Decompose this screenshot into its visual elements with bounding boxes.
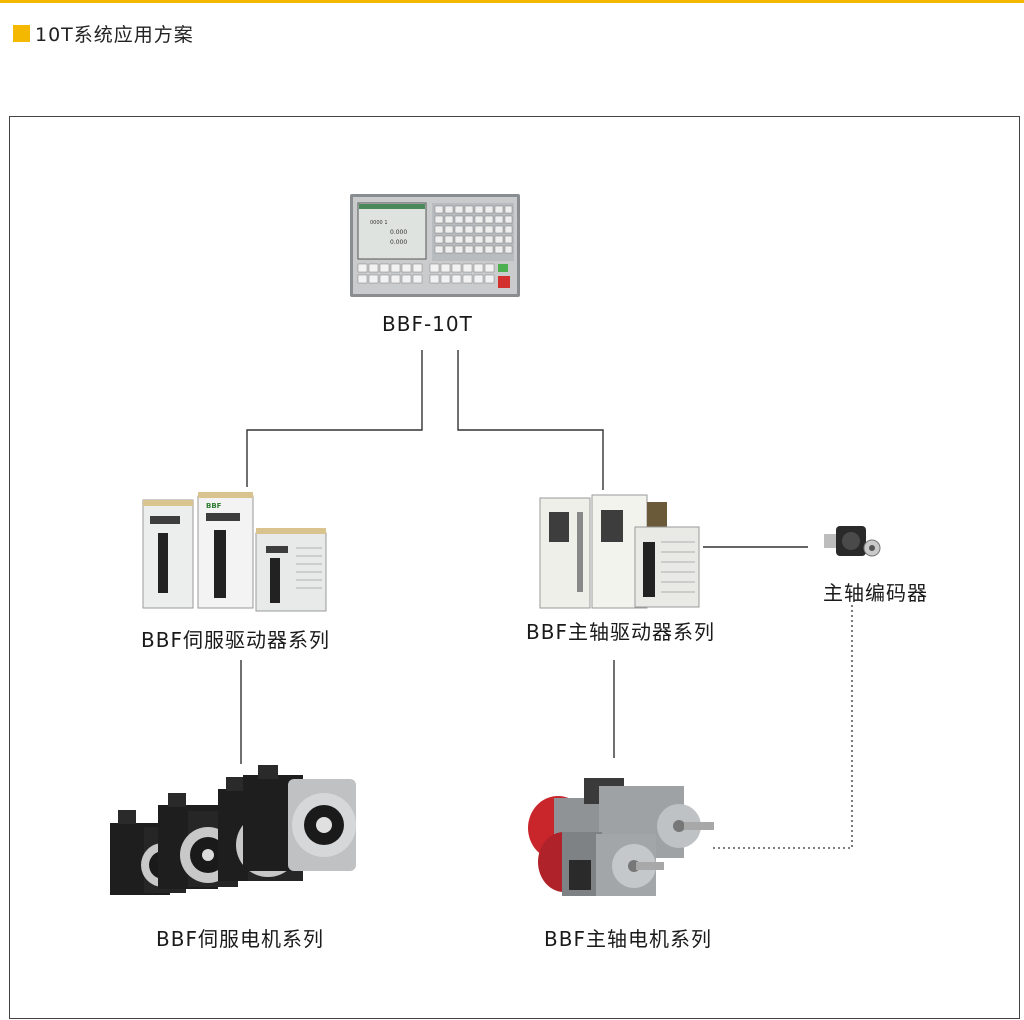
line-controller-to-servo-drive <box>246 350 423 487</box>
svg-text:0.000: 0.000 <box>390 229 407 236</box>
spindle-drive-icon <box>539 494 700 609</box>
section-header: 10T系统应用方案 <box>13 20 194 47</box>
servo-drive-icon: BBF <box>142 492 327 612</box>
spindle-motor-label: BBF主轴电机系列 <box>544 927 712 951</box>
servo-drive-label: BBF伺服驱动器系列 <box>141 628 330 652</box>
svg-text:BBF: BBF <box>206 502 222 510</box>
top-accent-bar <box>0 0 1024 3</box>
controller-label: BBF-10T <box>382 312 473 336</box>
servo-motor-icon <box>110 765 356 895</box>
header-square-icon <box>13 25 30 42</box>
line-encoder-to-spindle-motor <box>712 605 853 849</box>
servo-motor-label: BBF伺服电机系列 <box>156 927 324 951</box>
svg-text:0000 1: 0000 1 <box>370 220 388 226</box>
spindle-motor-icon <box>528 778 714 896</box>
line-controller-to-spindle-drive <box>457 350 604 490</box>
page-title: 10T系统应用方案 <box>35 24 194 46</box>
encoder-label: 主轴编码器 <box>823 581 928 605</box>
svg-text:0.000: 0.000 <box>390 239 407 246</box>
diagram-frame <box>9 116 1020 1019</box>
encoder-icon <box>824 526 881 557</box>
spindle-drive-label: BBF主轴驱动器系列 <box>526 620 715 644</box>
cnc-controller-icon: 0000 1 0.000 0.000 <box>350 194 520 297</box>
